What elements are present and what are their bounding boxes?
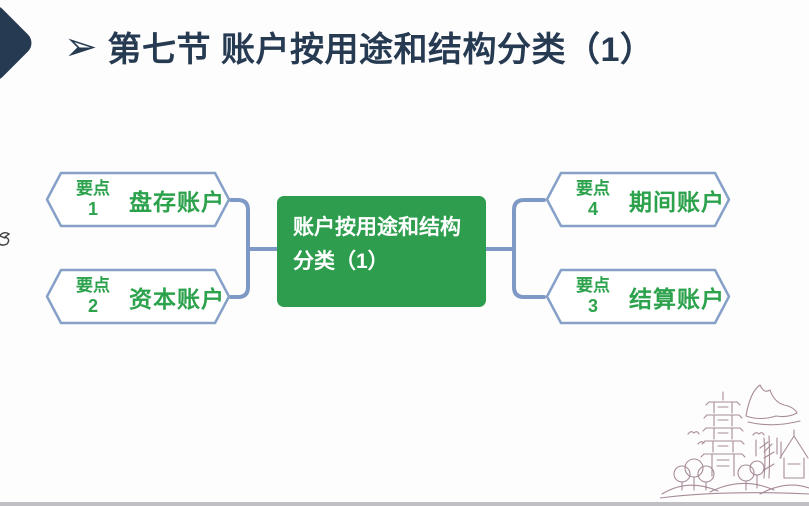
slide-title: 第七节 账户按用途和结构分类（1） [107, 31, 655, 69]
node-tag: 要点 1 [67, 179, 119, 219]
hexagon-shape [545, 171, 731, 228]
node-bottom-left: 要点 2 资本账户 [45, 268, 231, 325]
right-bracket-connector [512, 198, 546, 299]
node-tag-text: 要点 [576, 276, 610, 296]
hexagon-shape [45, 268, 231, 325]
node-label: 盘存账户 [129, 188, 225, 215]
bottom-edge-bar [0, 502, 809, 506]
node-content: 要点 3 结算账户 [545, 268, 731, 325]
node-top-left: 要点 1 盘存账户 [45, 171, 231, 228]
node-tag-text: 要点 [76, 179, 110, 199]
node-tag-text: 要点 [576, 179, 610, 199]
title-arrow-icon: ➢ [64, 24, 98, 69]
node-label: 结算账户 [629, 285, 725, 312]
corner-chevron-decoration [0, 0, 37, 86]
node-tag-number: 3 [587, 295, 598, 316]
node-content: 要点 2 资本账户 [45, 268, 231, 325]
node-content: 要点 1 盘存账户 [45, 171, 231, 228]
left-bracket-connector [229, 198, 250, 299]
center-node: 账户按用途和结构分类（1） [277, 196, 486, 307]
node-tag-number: 2 [87, 295, 98, 316]
node-tag: 要点 2 [67, 276, 119, 316]
hexagon-shape [45, 171, 231, 228]
node-tag-number: 4 [587, 198, 598, 219]
node-content: 要点 4 期间账户 [545, 171, 731, 228]
node-tag-text: 要点 [76, 276, 110, 296]
node-tag: 要点 3 [567, 276, 619, 316]
node-tag: 要点 4 [567, 179, 619, 219]
node-label: 资本账户 [129, 285, 225, 312]
bird-doodle-icon [0, 231, 11, 246]
slide-title-row: ➢ 第七节 账户按用途和结构分类（1） [64, 22, 654, 71]
node-tag-number: 1 [87, 198, 98, 219]
pagoda-illustration [660, 384, 809, 499]
hexagon-shape [545, 268, 731, 325]
node-bottom-right: 要点 3 结算账户 [545, 268, 731, 325]
node-label: 期间账户 [629, 188, 725, 215]
center-node-label: 账户按用途和结构分类（1） [293, 216, 461, 273]
node-top-right: 要点 4 期间账户 [545, 171, 731, 228]
